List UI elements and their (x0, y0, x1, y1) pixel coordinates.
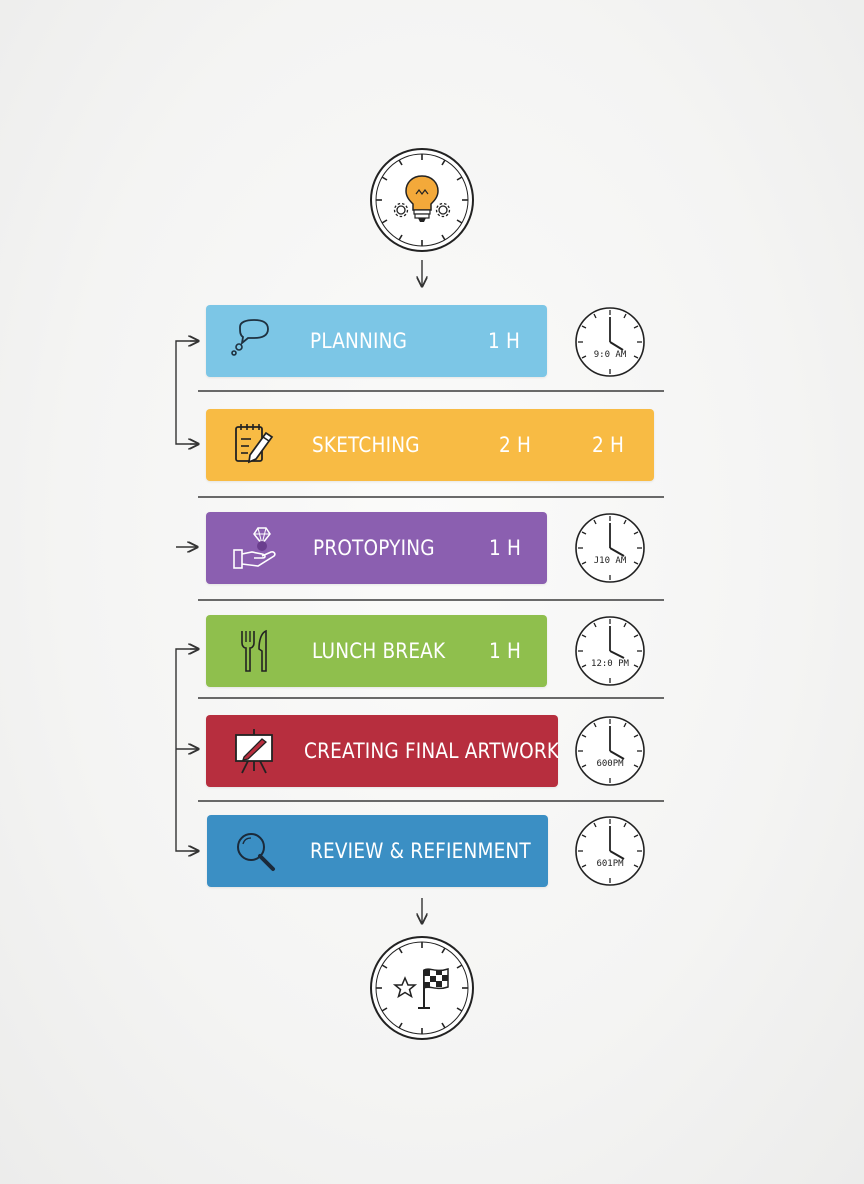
hand-gem-icon (233, 527, 276, 569)
clock-icon (575, 816, 645, 886)
clock-icon (575, 513, 645, 583)
clock-icon (575, 616, 645, 686)
clock-time: J10 AM (593, 556, 627, 566)
clock-final-artwork: 600PM (573, 714, 647, 788)
bracket-lunch-review (175, 648, 197, 852)
step-label: REVIEW & REFIENMENT (310, 839, 531, 863)
clock-review: 601PM (573, 814, 647, 888)
star-checkered-flag-icon (370, 936, 474, 1040)
step-label: LUNCH BREAK (312, 639, 446, 663)
step-lunch-break: LUNCH BREAK 1 H (206, 615, 547, 687)
step-creating-final-artwork: CREATING FINAL ARTWORK (206, 715, 560, 787)
step-prototyping: PROTOPYING 1 H (206, 512, 547, 584)
speech-bubble-icon (231, 319, 269, 356)
clock-icon (575, 307, 645, 377)
magnifier-icon (237, 833, 275, 871)
step-label: PROTOPYING (313, 536, 435, 560)
step-duration: 1 H (488, 329, 521, 353)
fork-knife-icon (241, 629, 267, 672)
step-label: CREATING FINAL ARTWORK (304, 739, 560, 763)
step-planning: PLANNING 1 H (206, 305, 547, 377)
easel-brush-icon (235, 729, 273, 774)
clock-lunch-break: 12:0 PM (573, 614, 647, 688)
step-duration-secondary: 2 H (592, 433, 625, 457)
step-duration: 1 H (489, 536, 522, 560)
step-duration: 2 H (499, 433, 532, 457)
notepad-pencil-icon (235, 424, 274, 464)
clock-time: 601PM (596, 859, 624, 869)
clock-icon (575, 716, 645, 786)
bracket-planning-sketching (175, 340, 197, 445)
step-sketching: SKETCHING 2 H 2 H (206, 409, 654, 481)
lightbulb-gears-icon (370, 148, 474, 252)
clock-planning: 9:0 AM (573, 305, 647, 379)
step-label: SKETCHING (312, 433, 420, 457)
clock-time: 600PM (596, 759, 624, 769)
step-review-refinement: REVIEW & REFIENMENT (207, 815, 548, 887)
clock-time: 9:0 AM (593, 350, 627, 360)
clock-prototyping: J10 AM (573, 511, 647, 585)
clock-time: 12:0 PM (591, 659, 629, 669)
step-duration: 1 H (489, 639, 522, 663)
step-label: PLANNING (310, 329, 408, 353)
